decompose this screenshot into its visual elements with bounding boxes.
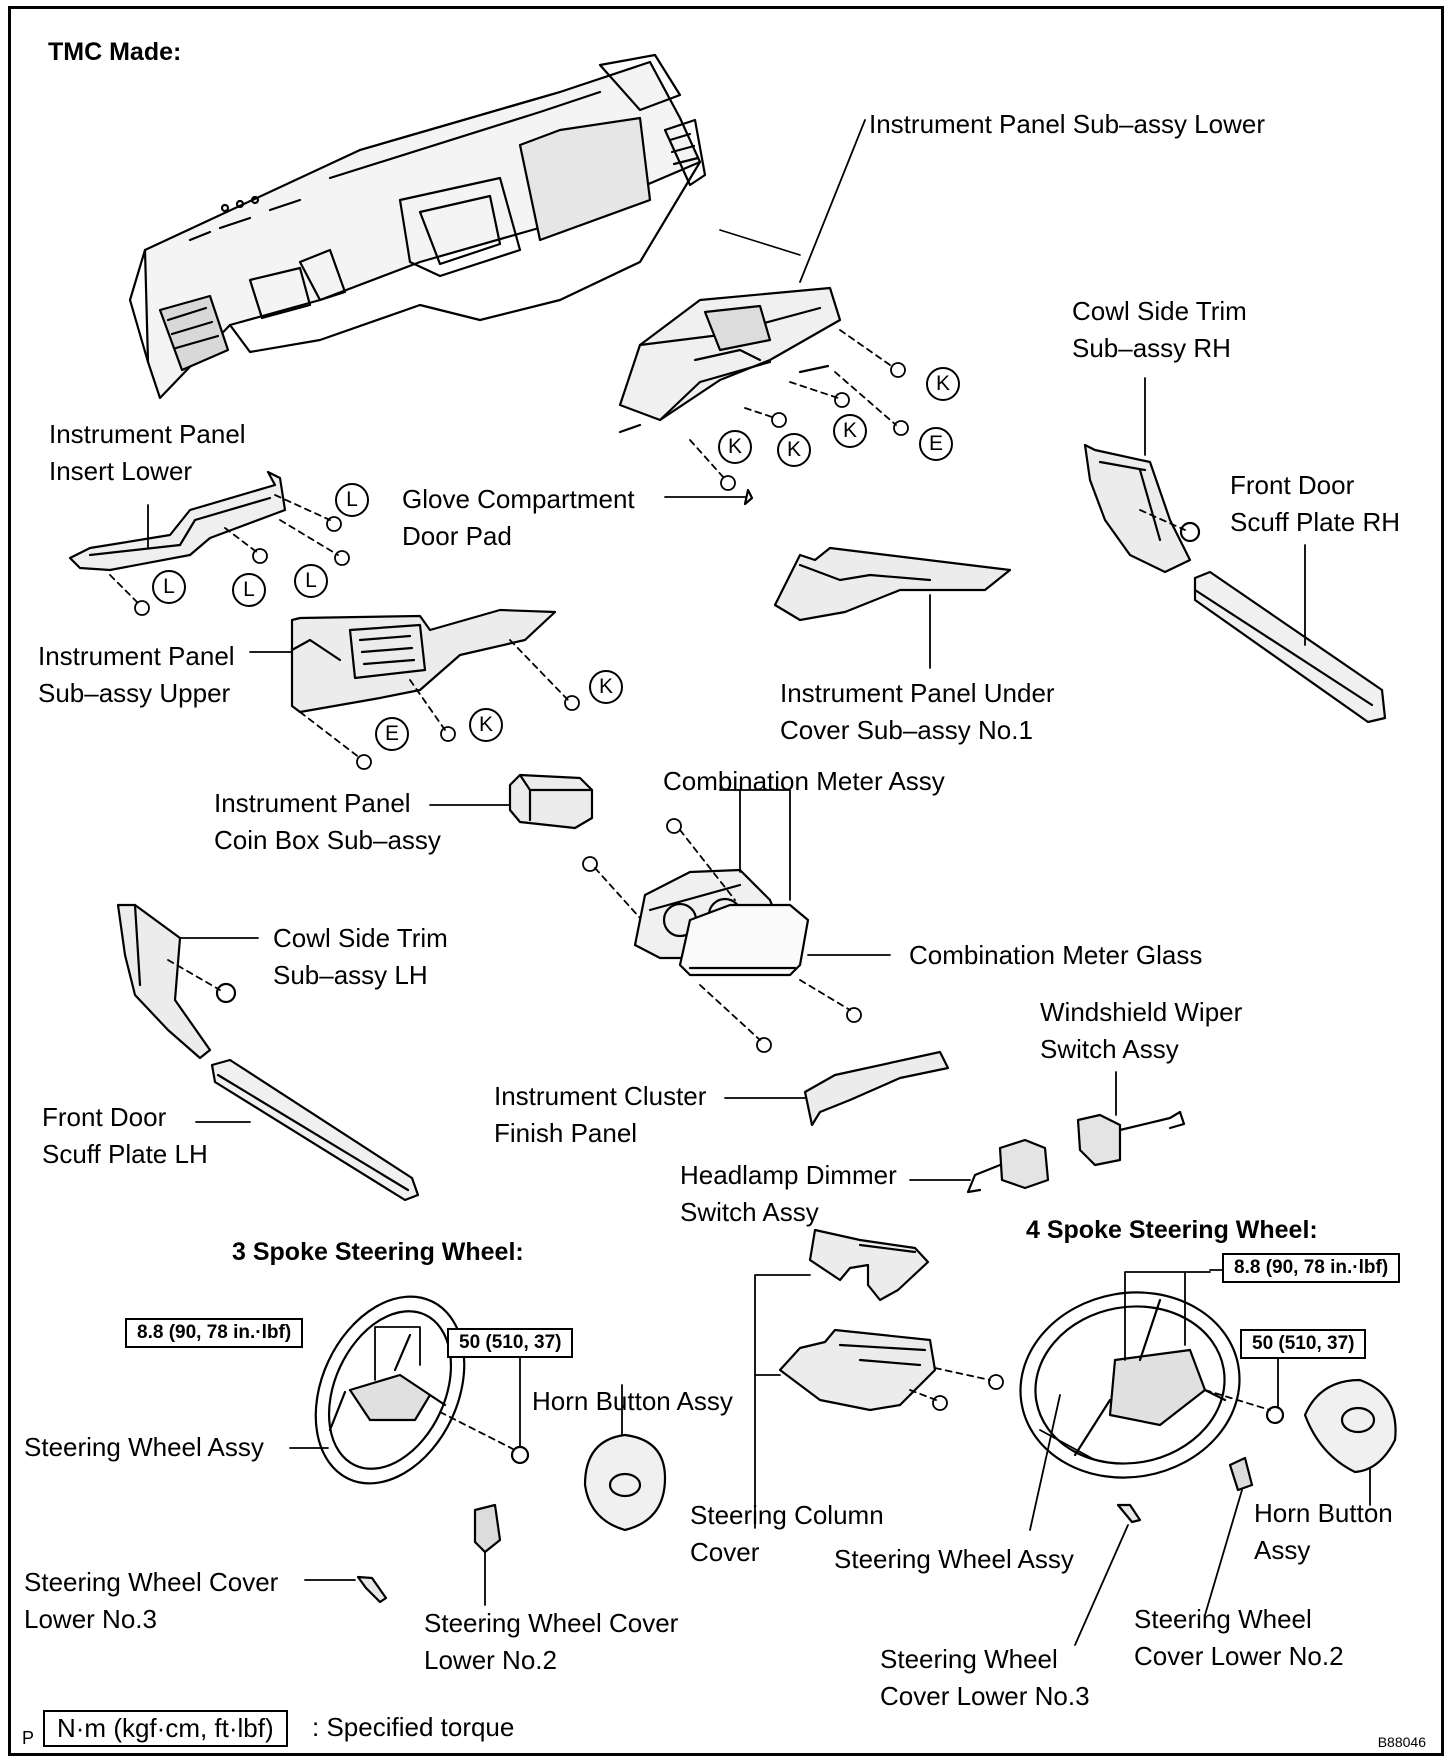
torque-box-3b: 50 (510, 37): [447, 1328, 574, 1358]
marker-l: L: [152, 570, 186, 604]
cluster-panel-illustration: [724, 1050, 950, 1127]
label-headlamp-switch-1: Headlamp Dimmer: [680, 1160, 897, 1190]
marker-l: L: [335, 483, 369, 517]
dashboard-illustration: [128, 53, 707, 400]
ip-lower-illustration: [618, 119, 866, 434]
label-scuff-lh-2: Scuff Plate LH: [42, 1139, 208, 1169]
label-swc3-left-2: Lower No.3: [24, 1604, 157, 1634]
label-ip-upper-2: Sub–assy Upper: [38, 678, 231, 708]
label-wiper-switch-2: Switch Assy: [1040, 1034, 1179, 1064]
combination-meter-illustration: [582, 789, 891, 1053]
cowl-rh-illustration: [1083, 377, 1201, 574]
label-cluster-panel-2: Finish Panel: [494, 1118, 638, 1148]
marker-l: L: [232, 573, 266, 607]
ip-lower-screws: [689, 329, 909, 491]
torque-box-3a: 8.8 (90, 78 in.·lbf): [125, 1318, 304, 1348]
wiper-switch-illustration: [1076, 1071, 1186, 1167]
label-glove-pad-1: Glove Compartment: [402, 484, 635, 514]
torque-box-4b: 50 (510, 37): [1240, 1329, 1367, 1359]
under-cover-illustration: [773, 546, 1012, 669]
label-swc2-mid-1: Steering Wheel Cover: [424, 1608, 679, 1638]
coin-box-illustration: [429, 773, 594, 830]
label-column-cover-2: Cover: [690, 1537, 760, 1567]
label-swc3-left-1: Steering Wheel Cover: [24, 1567, 279, 1597]
header-four-spoke: 4 Spoke Steering Wheel:: [1026, 1216, 1318, 1244]
diagram-frame: [8, 6, 1444, 1756]
scuff-lh-illustration: [195, 1058, 420, 1202]
label-cowl-rh-1: Cowl Side Trim: [1072, 296, 1247, 326]
label-scuff-rh-1: Front Door: [1230, 470, 1355, 500]
marker-l: L: [294, 564, 328, 598]
marker-k: K: [777, 433, 811, 467]
label-swc2-right-2: Cover Lower No.2: [1134, 1641, 1344, 1671]
label-scuff-lh-1: Front Door: [42, 1102, 167, 1132]
label-glove-pad-2: Door Pad: [402, 521, 512, 551]
label-ip-upper-1: Instrument Panel: [38, 641, 235, 671]
label-cluster-panel-1: Instrument Cluster: [494, 1081, 707, 1111]
legend-unit-box: N·m (kgf·cm, ft·lbf): [43, 1710, 288, 1747]
label-swc2-mid-2: Lower No.2: [424, 1645, 557, 1675]
label-cowl-lh-1: Cowl Side Trim: [273, 923, 448, 953]
column-cover-illustration: [754, 1228, 1004, 1529]
label-swc3-right-1: Steering Wheel: [880, 1644, 1058, 1674]
corner-mark: P: [22, 1728, 35, 1748]
marker-k: K: [926, 367, 960, 401]
header-tmc-made: TMC Made:: [48, 38, 182, 66]
label-scuff-rh-2: Scuff Plate RH: [1230, 507, 1401, 537]
label-under-cover-1: Instrument Panel Under: [780, 678, 1055, 708]
four-spoke-wheel-illustration: [1019, 1269, 1397, 1646]
label-steering-wheel-3: Steering Wheel Assy: [24, 1432, 264, 1462]
legend-description: : Specified torque: [312, 1712, 515, 1742]
scuff-rh-illustration: [1193, 544, 1387, 724]
marker-e: E: [375, 717, 409, 751]
marker-k: K: [589, 670, 623, 704]
label-swc3-right-2: Cover Lower No.3: [880, 1681, 1090, 1711]
label-coin-box-2: Coin Box Sub–assy: [214, 825, 441, 855]
label-wiper-switch-1: Windshield Wiper: [1040, 997, 1243, 1027]
torque-box-4a: 8.8 (90, 78 in.·lbf): [1222, 1253, 1401, 1283]
ip-upper-illustration: [249, 608, 580, 770]
marker-k: K: [718, 430, 752, 464]
label-insert-lower-2: Insert Lower: [49, 456, 193, 486]
label-steering-wheel-4: Steering Wheel Assy: [834, 1544, 1074, 1574]
cowl-lh-illustration: [116, 903, 259, 1060]
marker-k: K: [833, 414, 867, 448]
label-horn-button-4-2: Assy: [1254, 1535, 1311, 1565]
label-under-cover-2: Cover Sub–assy No.1: [780, 715, 1033, 745]
three-spoke-wheel-illustration: [289, 1295, 667, 1606]
label-ip-sub-assy-lower: Instrument Panel Sub–assy Lower: [869, 109, 1265, 139]
door-pad-part: [743, 488, 754, 506]
label-meter-glass: Combination Meter Glass: [909, 940, 1203, 970]
label-cowl-lh-2: Sub–assy LH: [273, 960, 428, 990]
label-coin-box-1: Instrument Panel: [214, 788, 411, 818]
insert-lower-illustration: [68, 470, 350, 616]
marker-e: E: [919, 427, 953, 461]
header-three-spoke: 3 Spoke Steering Wheel:: [232, 1238, 524, 1266]
label-swc2-right-1: Steering Wheel: [1134, 1604, 1312, 1634]
label-horn-button-4-1: Horn Button: [1254, 1498, 1393, 1528]
label-cowl-rh-2: Sub–assy RH: [1072, 333, 1231, 363]
label-insert-lower-1: Instrument Panel: [49, 419, 246, 449]
headlamp-switch-illustration: [909, 1138, 1050, 1194]
marker-k: K: [469, 708, 503, 742]
label-combination-meter: Combination Meter Assy: [663, 766, 945, 796]
label-column-cover-1: Steering Column: [690, 1500, 884, 1530]
label-headlamp-switch-2: Switch Assy: [680, 1197, 819, 1227]
label-horn-button-3: Horn Button Assy: [532, 1386, 733, 1416]
figure-id: B88046: [1377, 1734, 1426, 1750]
